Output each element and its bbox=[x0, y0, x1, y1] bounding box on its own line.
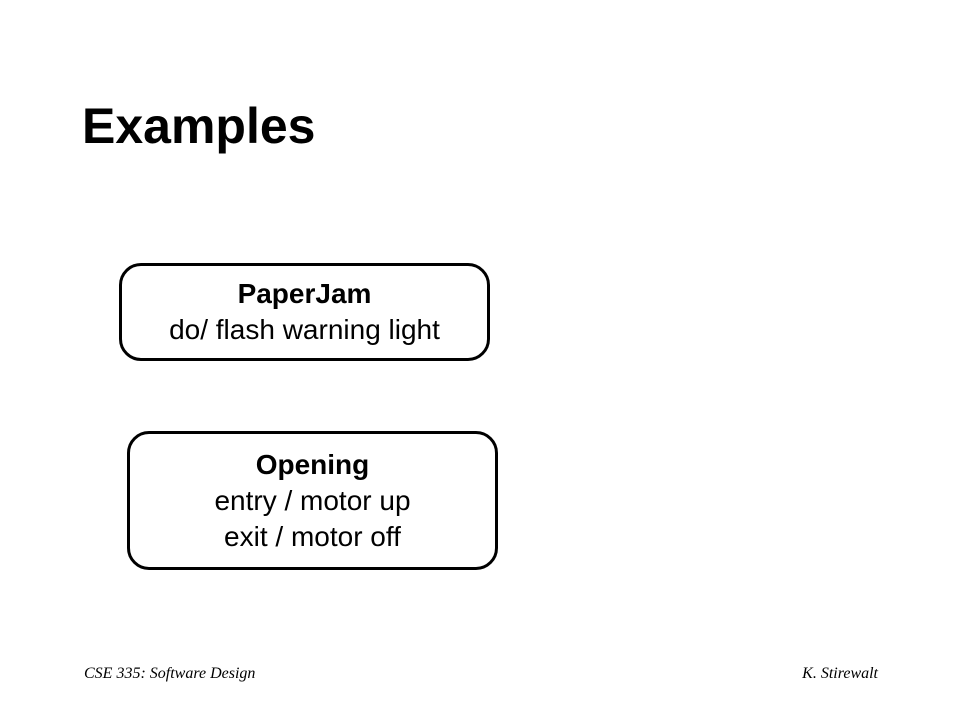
state-action-do: do/ flash warning light bbox=[169, 314, 440, 345]
state-name: Opening bbox=[255, 448, 370, 480]
state-name: PaperJam bbox=[237, 278, 372, 309]
state-paperjam: PaperJam do/ flash warning light bbox=[119, 263, 490, 361]
footer-course: CSE 335: Software Design bbox=[84, 665, 256, 682]
slide-title: Examples bbox=[82, 98, 316, 154]
state-action-entry: entry / motor up bbox=[214, 484, 411, 516]
footer-author: K. Stirewalt bbox=[802, 665, 878, 682]
state-action-exit: exit / motor off bbox=[224, 520, 401, 552]
state-opening: Opening entry / motor up exit / motor of… bbox=[127, 431, 498, 570]
